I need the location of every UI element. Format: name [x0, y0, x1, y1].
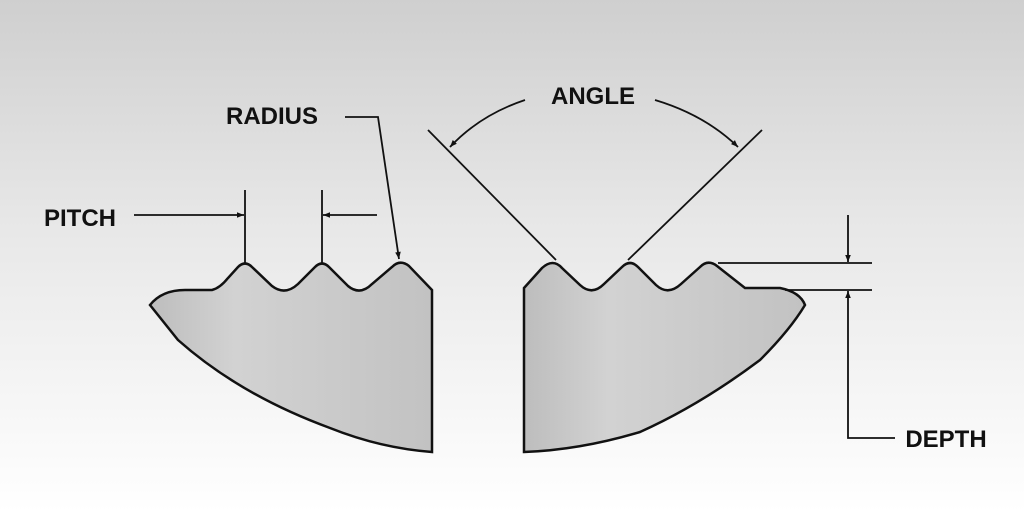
angle-dimension: ANGLE — [427, 83, 763, 261]
radius-dimension: RADIUS — [226, 103, 401, 260]
radius-label: RADIUS — [226, 103, 318, 130]
left-threaded-piece — [148, 261, 434, 454]
depth-label: DEPTH — [905, 426, 986, 453]
pitch-label: PITCH — [44, 205, 116, 232]
pitch-dimension: PITCH — [44, 190, 377, 263]
depth-dimension: DEPTH — [718, 215, 987, 453]
right-threaded-piece — [522, 261, 807, 454]
angle-label: ANGLE — [551, 83, 635, 110]
